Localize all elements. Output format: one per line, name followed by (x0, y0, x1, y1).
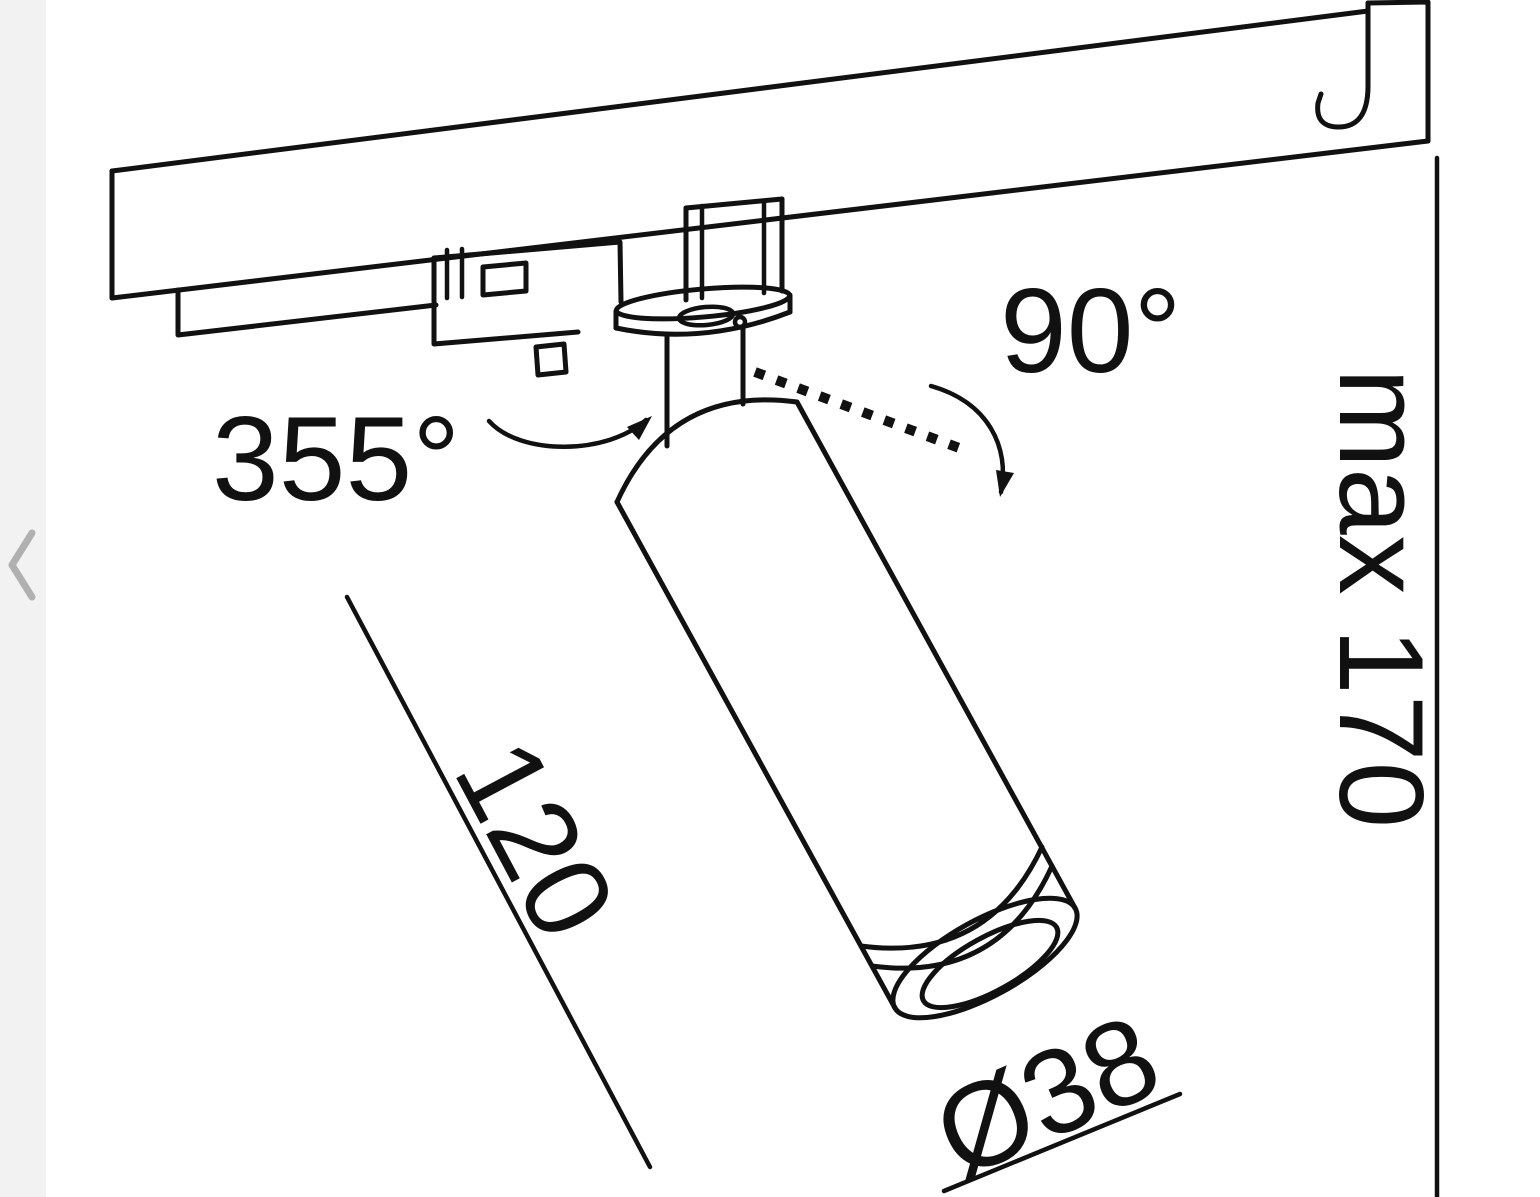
track-bottom-edge (109, 138, 1431, 301)
track-end-cap (1365, 0, 1431, 144)
adapter-body-top (431, 239, 624, 305)
bezel-ring-line-1 (858, 844, 1045, 951)
diameter-dimension-line (941, 1091, 1183, 1194)
length-dimension-line (344, 594, 653, 1170)
swivel-hub (676, 304, 736, 328)
tilt-arc (928, 383, 1006, 495)
track-top-edge (109, 8, 1371, 174)
track-end-hook (1315, 0, 1371, 130)
adapter-dial-bottom (613, 309, 793, 337)
hub-screw (732, 314, 748, 330)
label-body-length: 120 (429, 719, 641, 959)
spotlight-head (614, 397, 1080, 1021)
swivel-stem (664, 324, 746, 449)
carousel-strip (0, 0, 46, 1197)
tilt-dotted-line (753, 367, 964, 454)
label-diameter: Ø38 (916, 989, 1178, 1197)
head-left-edge (614, 499, 898, 1011)
dimension-labels: 355° 90° max 170 120 Ø38 (212, 264, 1448, 1197)
carousel-prev-button[interactable] (0, 527, 46, 603)
rotation-arc (486, 417, 649, 449)
bezel-ring-line-2 (869, 863, 1055, 971)
label-tilt: 90° (1000, 264, 1181, 398)
adapter-body-side (431, 255, 581, 347)
adapter-label-plate (480, 260, 529, 298)
chevron-left-icon (8, 529, 36, 601)
rotation-arc-arrowhead (627, 416, 652, 440)
tilt-arc-arrowhead (996, 470, 1014, 497)
adapter-release-lever (533, 341, 569, 378)
label-max-height: max 170 (1314, 368, 1448, 828)
dimension-graphics (344, 155, 1440, 1197)
lens-inner-ring (919, 917, 1061, 1011)
adapter-dial-top (613, 284, 793, 322)
track-bottom-lip (175, 287, 439, 338)
head-right-edge (794, 399, 1078, 911)
lens-outer-ring (890, 895, 1080, 1021)
track-rail (109, 0, 1431, 338)
track-adapter (431, 196, 793, 378)
head-top-cap (614, 397, 800, 505)
label-rotation: 355° (212, 392, 460, 526)
